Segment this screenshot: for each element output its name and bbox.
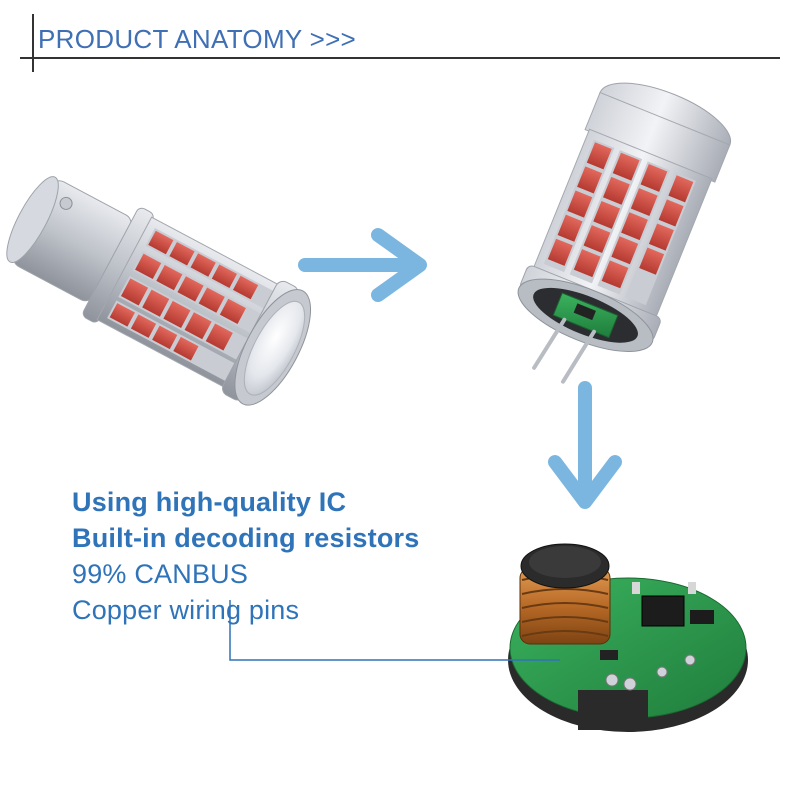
callout-line — [229, 600, 560, 661]
header-horizontal-rule — [20, 57, 780, 59]
driver-circuit-board — [508, 543, 748, 732]
feature-list: Using high-quality IC Built-in decoding … — [72, 484, 419, 628]
feature-item: Using high-quality IC — [72, 487, 347, 517]
header: PRODUCT ANATOMY >>> — [0, 0, 800, 80]
feature-item: Built-in decoding resistors — [72, 523, 420, 553]
feature-item: 99% CANBUS — [72, 559, 249, 589]
header-vertical-rule — [32, 14, 34, 72]
led-bulb-assembled — [6, 176, 312, 406]
arrow-right-icon — [298, 228, 427, 302]
inductor-coil — [519, 543, 611, 645]
page-title: PRODUCT ANATOMY >>> — [38, 24, 357, 54]
led-bulb-disassembled — [517, 82, 732, 384]
arrow-down-icon — [548, 381, 622, 509]
feature-item: Copper wiring pins — [72, 595, 300, 625]
